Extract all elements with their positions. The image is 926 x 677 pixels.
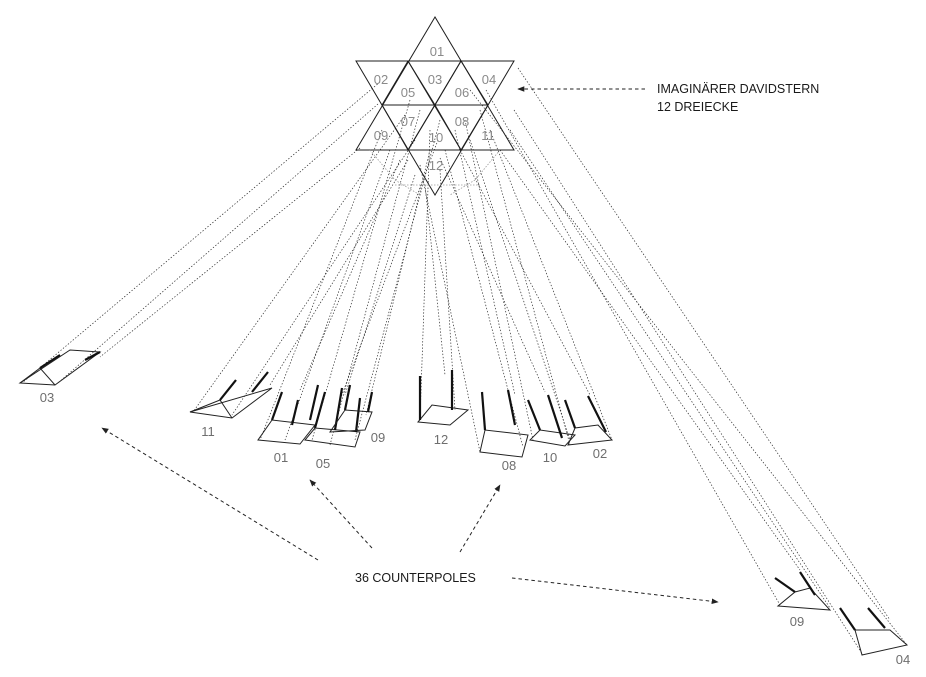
counterpole-11: 11 [189,371,273,439]
counterpole-01: 01 [257,384,320,465]
counterpole-label-09-middle: 09 [371,430,385,445]
star-label-07: 07 [401,114,415,129]
counterpole-label-10: 10 [543,450,557,465]
star-label-04: 04 [482,72,496,87]
counterpole-09-right: 09 [774,571,832,629]
star-label-09: 09 [374,128,388,143]
projection-rays [21,67,908,656]
davidstern-note: IMAGINÄRER DAVIDSTERN 12 DREIECKE [517,82,819,114]
star-label-11: 11 [481,128,495,143]
star-label-12: 12 [429,158,443,173]
counterpole-12: 12 [417,370,470,447]
note-line-2: 12 DREIECKE [657,100,738,114]
counterpole-label-02: 02 [593,446,607,461]
counterpole-label-09-right: 09 [790,614,804,629]
davidstern [355,16,515,196]
counterpole-03: 03 [18,349,102,405]
counterpole-label-12: 12 [434,432,448,447]
counterpole-10: 10 [526,394,577,465]
star-label-01: 01 [430,44,444,59]
star-label-02: 02 [374,72,388,87]
counterpoles: 03 11 01 05 [18,349,910,667]
counterpole-label-11: 11 [201,424,215,439]
star-label-08: 08 [455,114,469,129]
star-label-10: 10 [429,130,443,145]
star-labels: 01 02 03 04 05 06 07 08 09 10 11 12 [374,44,496,173]
star-label-06: 06 [455,85,469,100]
counterpole-02: 02 [563,395,614,461]
counterpoles-label: 36 COUNTERPOLES [355,571,476,585]
counterpole-label-05: 05 [316,456,330,471]
counterpole-label-01: 01 [274,450,288,465]
counterpole-05: 05 [304,387,362,471]
counterpole-09-middle: 09 [329,384,385,445]
counterpole-label-03: 03 [40,390,54,405]
star-label-03: 03 [428,72,442,87]
counterpole-08: 08 [479,389,529,473]
counterpole-04: 04 [839,607,910,667]
counterpoles-note: 36 COUNTERPOLES [101,427,719,605]
note-line-1: IMAGINÄRER DAVIDSTERN [657,82,819,96]
star-label-05: 05 [401,85,415,100]
counterpole-label-08: 08 [502,458,516,473]
counterpole-label-04: 04 [896,652,910,667]
